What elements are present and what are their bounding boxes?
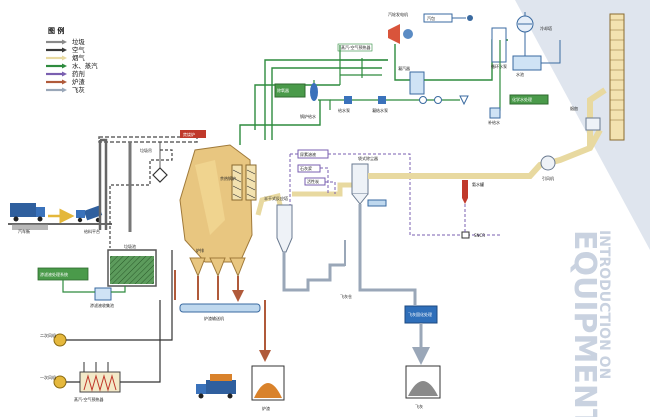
- furnace-boiler: 焚烧炉 余热锅炉 炉排 炉渣输送机 炉渣: [174, 130, 285, 411]
- label-fan-secondary: 二次风机: [40, 332, 56, 338]
- label-urea: 尿素溶液: [300, 151, 316, 157]
- label-deaerator: 除氧器: [277, 87, 289, 93]
- legend-label: 炉渣: [72, 77, 85, 86]
- label-furnace: 焚烧炉: [183, 131, 195, 137]
- heater-coil-icon: [83, 374, 117, 392]
- label-steam-air: 蒸汽-空气预热器: [341, 44, 370, 50]
- legend-label: 药剂: [72, 69, 85, 78]
- leachate-system: 渗滤液处理系统 渗滤液收集池: [37, 267, 126, 308]
- legend-arrow-icon: [62, 87, 67, 93]
- label-ammonia: 氨水罐: [472, 181, 484, 187]
- label-water-pool: 水池: [516, 71, 524, 77]
- label-fan-primary: 一次风机: [40, 374, 56, 380]
- legend-arrow-icon: [62, 63, 67, 69]
- waste-reception: 汽车衡 给料平台 垃圾吊 垃圾池: [8, 136, 198, 287]
- label-condensate-pump: 凝结水泵: [372, 107, 388, 113]
- label-leachate-pump: 渗滤液收集池: [90, 302, 114, 308]
- label-truck: 汽车衡: [18, 228, 30, 234]
- legend-label: 烟气: [72, 53, 85, 62]
- furnace-tag: [180, 130, 206, 138]
- label-cooling-pump: 循环水泵: [491, 63, 507, 69]
- label-feedwater-pump: 给水泵: [338, 107, 350, 113]
- legend-arrow-icon: [62, 47, 67, 53]
- turbine-icon: [388, 24, 400, 44]
- legend-item: 烟气: [46, 53, 85, 62]
- label-steam-drum: 汽包: [427, 15, 435, 21]
- steam-cycle: 汽轮发电机 汽包 蒸汽-空气预热器 凝汽器 循环水泵 冷却塔 水池 除氧器: [239, 11, 561, 145]
- legend-item: 垃圾: [46, 37, 85, 46]
- label-pit: 垃圾池: [124, 243, 136, 249]
- label-preheater: 蒸汽-空气预热器: [74, 396, 103, 402]
- legend-arrow-icon: [62, 55, 67, 61]
- label-baghouse: 袋式除尘器: [358, 155, 378, 161]
- ammonia-tank-icon: [462, 180, 468, 204]
- legend-item: 空气: [46, 45, 85, 54]
- slag-truck-icon: [196, 374, 236, 399]
- label-lime: 石灰浆: [300, 165, 312, 171]
- label-sncr: SNCR: [474, 233, 485, 238]
- label-cooling-tower: 冷却塔: [540, 25, 552, 31]
- label-turbine: 汽轮发电机: [388, 11, 408, 17]
- steam-drum-icon: [310, 83, 318, 101]
- legend-label: 飞灰: [72, 85, 85, 94]
- label-slag-conveyor: 炉渣输送机: [204, 315, 224, 321]
- label-carbon: 活性炭: [307, 178, 319, 184]
- garbage-truck-icon: [10, 203, 45, 222]
- crane-grab-icon: [152, 167, 168, 183]
- label-leachate: 渗滤液处理系统: [40, 271, 68, 277]
- label-boiler: 余热锅炉: [220, 175, 236, 181]
- legend-arrow-icon: [62, 39, 67, 45]
- legend-label: 水、蒸汽: [72, 61, 98, 70]
- label-ash-silo: 飞灰仓: [340, 293, 352, 299]
- label-flyash: 飞灰: [415, 403, 423, 409]
- label-ash-stab: 飞灰固化处理: [408, 311, 432, 317]
- label-chimney: 烟囱: [570, 105, 578, 111]
- legend-arrow-icon: [62, 71, 67, 77]
- label-boiler-water: 锅炉给水: [300, 113, 316, 119]
- flue-gas-treatment: 半干式反应塔 尿素溶液 石灰浆 活性炭 袋式除尘器 氨水罐 SNCR 引风机: [255, 13, 625, 409]
- watermark-line2: EQUIPMENT: [567, 230, 602, 417]
- slag-pile-icon: [254, 383, 282, 398]
- legend-title: 图 例: [48, 26, 64, 35]
- label-spray-tower: 半干式反应塔: [264, 195, 288, 201]
- label-crane: 垃圾吊: [140, 147, 152, 153]
- label-feeder: 给料平台: [84, 228, 100, 234]
- label-grate: 炉排: [196, 247, 204, 253]
- legend-label: 垃圾: [72, 37, 85, 46]
- dump-truck-icon: [76, 205, 103, 223]
- legend-item: 飞灰: [46, 85, 85, 94]
- legend-label: 空气: [72, 45, 85, 54]
- air-fans: 二次风机 一次风机 蒸汽-空气预热器: [40, 250, 173, 402]
- label-condenser: 凝汽器: [398, 65, 410, 71]
- flyash-pile-icon: [408, 381, 438, 396]
- watermark-line1: INTRODUCTION ON: [596, 230, 612, 379]
- legend-item: 水、蒸汽: [46, 61, 98, 70]
- legend-item: 药剂: [46, 69, 85, 78]
- label-id-fan: 引风机: [542, 175, 554, 181]
- chimney-icon: [609, 13, 625, 141]
- label-makeup: 补给水: [488, 119, 500, 125]
- legend-arrow-icon: [62, 79, 67, 85]
- watermark-triangle: [515, 0, 650, 250]
- condenser-icon: [409, 71, 425, 95]
- legend-item: 炉渣: [46, 77, 85, 86]
- label-slag: 炉渣: [262, 405, 270, 411]
- label-water-treat: 化学水处理: [512, 96, 532, 102]
- generator-icon: [403, 29, 413, 39]
- id-fan-icon: [540, 155, 556, 171]
